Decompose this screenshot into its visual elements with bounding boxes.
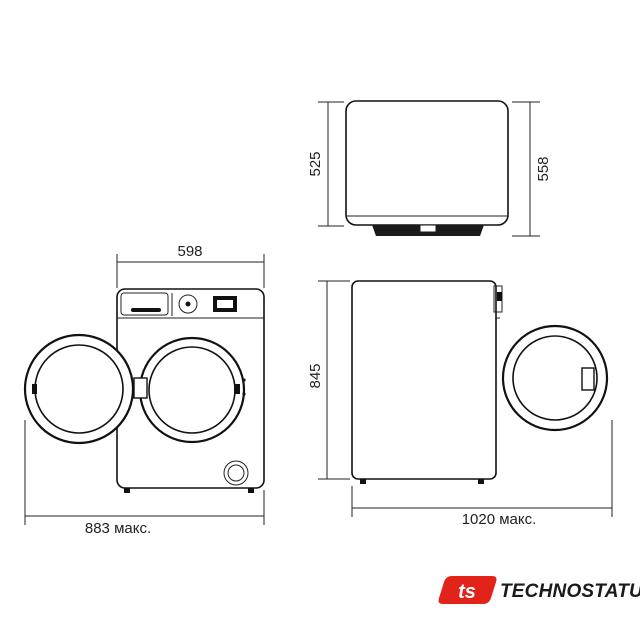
dimension-line-598 (116, 254, 265, 288)
drum-opening-inner (148, 346, 236, 434)
filter-hatch-inner (227, 464, 245, 482)
dimension-label-883: 883 макс. (85, 520, 151, 537)
dimension-line-525 (318, 101, 344, 227)
dimension-label-598: 598 (177, 243, 202, 260)
filter-hatch-outer (223, 460, 249, 486)
program-selector-knob (178, 294, 198, 314)
dimension-line-1020 (351, 420, 613, 517)
front-foot-right (248, 488, 254, 493)
detergent-drawer (120, 292, 169, 316)
dimension-label-1020: 1020 макс. (462, 511, 537, 528)
front-view: 598 883 макс. (23, 243, 265, 537)
side-door-handle (581, 367, 595, 391)
brand-logo: ts TECHNOSTATUS (438, 576, 640, 604)
dimension-label-558: 558 (535, 156, 552, 181)
machine-side-body (351, 280, 497, 480)
top-view: 525 558 (307, 100, 552, 237)
door-lock-slot (234, 384, 240, 394)
dimension-label-845: 845 (307, 363, 324, 388)
side-drawer-lip (497, 292, 502, 301)
side-view: 845 1020 макс. (307, 280, 613, 528)
brand-logo-mark (438, 576, 497, 604)
door-hinge (133, 377, 148, 399)
door-handle-left (32, 384, 37, 394)
dimension-label-525: 525 (307, 151, 324, 176)
dimension-line-558 (512, 101, 540, 237)
program-selector-dot (185, 301, 191, 307)
side-foot-left (360, 479, 366, 484)
brand-logo-letters: ts (458, 581, 476, 603)
machine-top-outline (345, 100, 509, 226)
brand-name: TECHNOSTATUS (500, 581, 640, 602)
front-foot-left (124, 488, 130, 493)
dimension-line-845 (318, 280, 350, 480)
side-open-door-glass (512, 335, 598, 421)
open-door-glass (34, 344, 124, 434)
drawer-handle (131, 308, 161, 312)
side-foot-right (478, 479, 484, 484)
dimension-line-883 (24, 420, 265, 525)
